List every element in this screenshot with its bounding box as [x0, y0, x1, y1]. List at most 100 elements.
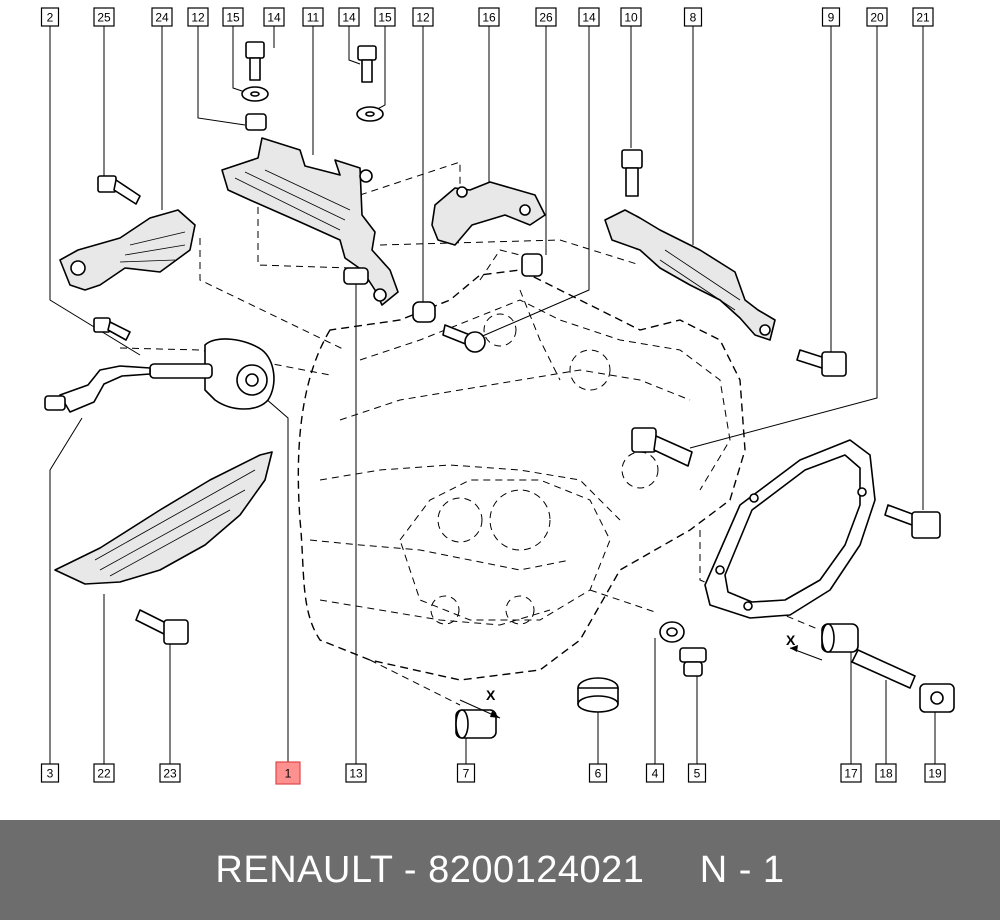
- bushing-12-b: [412, 301, 436, 323]
- callout-number: 5: [694, 767, 701, 781]
- callout-18: 18: [875, 763, 897, 783]
- stud-18: [851, 649, 916, 689]
- callout-number: 22: [97, 767, 111, 781]
- footer-part-info: RENAULT - 8200124021 N - 1: [215, 848, 785, 891]
- callout-8: 8: [683, 7, 703, 27]
- callout-number: 18: [879, 767, 893, 781]
- bolt-23: [135, 609, 189, 645]
- callout-19: 19: [924, 763, 946, 783]
- left-bracket: [59, 209, 196, 291]
- callout-number: 21: [916, 11, 930, 25]
- svg-text:X: X: [486, 687, 496, 703]
- bushing-26: [521, 253, 543, 277]
- washer-15-b: [356, 106, 384, 122]
- callout-13: 13: [345, 763, 367, 783]
- bolt-14-a: [245, 41, 265, 81]
- callout-number: 14: [267, 11, 281, 25]
- callout-number: 9: [828, 11, 835, 25]
- callout-number: 1: [285, 767, 292, 781]
- bushing-17: [821, 623, 859, 653]
- callout-number: 20: [870, 11, 884, 25]
- dimension-x-left: X: [459, 687, 501, 719]
- cover-plate: [54, 451, 273, 585]
- rubber-mount-6: [577, 677, 619, 713]
- callout-22: 22: [93, 763, 115, 783]
- bolt-20: [631, 427, 693, 467]
- bracket-16: [431, 181, 546, 246]
- callout-15: 15: [222, 7, 244, 27]
- callout-labels: 2 25 24 12 15 14 11 14 15 12 16 26 14 10 8 9 20 21 3 22 23 1 1…: [40, 7, 946, 785]
- diagram-position: N - 1: [699, 848, 785, 891]
- callout-number: 8: [690, 11, 697, 25]
- selector-bracket: [221, 137, 399, 306]
- callout-20: 20: [866, 7, 888, 27]
- callout-number: 19: [928, 767, 942, 781]
- callout-9: 9: [821, 7, 841, 27]
- callout-1: 1: [275, 761, 301, 785]
- clutch-slave-cylinder: [44, 338, 275, 413]
- callout-14: 14: [263, 7, 285, 27]
- callout-number: 26: [539, 11, 553, 25]
- callout-16: 16: [478, 7, 500, 27]
- bolt-21: [884, 504, 941, 539]
- callout-number: 12: [416, 11, 430, 25]
- callout-3: 3: [40, 763, 60, 783]
- bolt-25: [97, 175, 141, 205]
- callout-25: 25: [93, 7, 115, 27]
- svg-text:X: X: [786, 632, 796, 648]
- callout-7: 7: [456, 763, 476, 783]
- bracket-8: [604, 209, 776, 341]
- callout-6: 6: [588, 763, 608, 783]
- callout-14: 14: [338, 7, 360, 27]
- rear-cover-gasket: [704, 439, 876, 619]
- brand-name: RENAULT: [215, 848, 393, 891]
- callout-number: 16: [482, 11, 496, 25]
- callout-number: 2: [47, 11, 54, 25]
- leader-lines: [49, 26, 936, 764]
- callout-number: 12: [191, 11, 205, 25]
- callout-number: 23: [163, 767, 177, 781]
- bolt-14-b: [357, 45, 377, 83]
- callout-11: 11: [302, 7, 324, 27]
- callout-2: 2: [40, 7, 60, 27]
- pin-13: [343, 267, 369, 285]
- callout-number: 11: [307, 11, 320, 25]
- callout-21: 21: [912, 7, 934, 27]
- callout-number: 4: [652, 767, 659, 781]
- callout-number: 10: [624, 11, 638, 25]
- callout-15: 15: [374, 7, 396, 27]
- plug-5: [679, 647, 707, 677]
- callout-number: 15: [226, 11, 240, 25]
- callout-number: 14: [342, 11, 356, 25]
- washer-15-a: [241, 86, 269, 102]
- callout-number: 13: [349, 767, 363, 781]
- callout-17: 17: [840, 763, 862, 783]
- part-number: 8200124021: [428, 848, 645, 891]
- washer-4: [659, 621, 685, 643]
- callout-23: 23: [159, 763, 181, 783]
- nut-19: [919, 683, 955, 713]
- callout-12: 12: [412, 7, 434, 27]
- callout-4: 4: [645, 763, 665, 783]
- exploded-parts-diagram: X X 225241215141114151216261410892021322…: [40, 7, 955, 785]
- bushing-7: [455, 709, 497, 739]
- callout-12: 12: [187, 7, 209, 27]
- dimension-x-right: X: [786, 632, 823, 661]
- callout-number: 24: [155, 11, 169, 25]
- callout-number: 6: [595, 767, 602, 781]
- callout-number: 17: [844, 767, 858, 781]
- callout-number: 15: [378, 11, 392, 25]
- bolt-2: [93, 317, 131, 341]
- callout-10: 10: [620, 7, 642, 27]
- bolt-10: [621, 149, 643, 197]
- footer-banner: RENAULT - 8200124021 N - 1: [0, 820, 1000, 920]
- callout-number: 7: [463, 767, 470, 781]
- callout-number: 25: [97, 11, 111, 25]
- callout-number: 14: [582, 11, 596, 25]
- bolt-14-c: [442, 324, 486, 353]
- bolt-9: [796, 349, 847, 377]
- callout-14: 14: [578, 7, 600, 27]
- gearbox-housing: [297, 249, 746, 681]
- bushing-12-a: [245, 113, 267, 131]
- callout-number: 3: [47, 767, 54, 781]
